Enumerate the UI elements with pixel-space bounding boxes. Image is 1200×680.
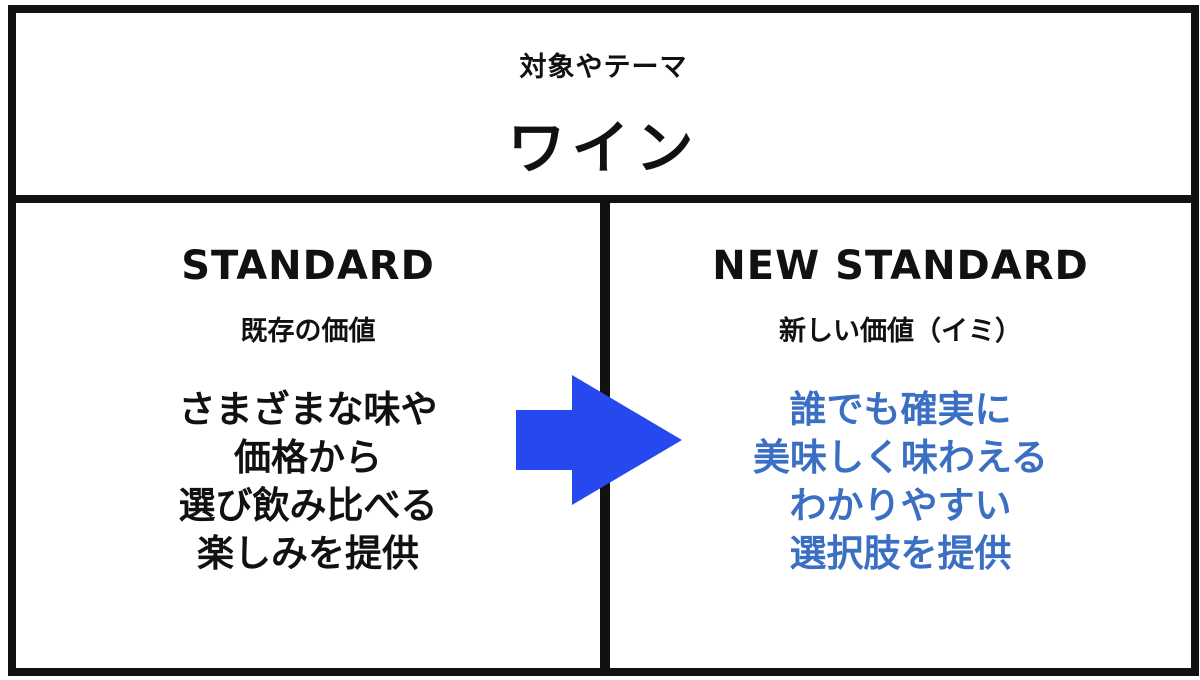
new-standard-line: わかりやすい <box>789 484 1012 527</box>
standard-line: 選び飲み比べる <box>178 484 438 527</box>
new-standard-line: 美味しく味わえる <box>753 436 1048 479</box>
theme-section: 対象やテーマ ワイン <box>16 13 1191 203</box>
right-arrow-icon <box>516 375 682 505</box>
standard-subheading: 既存の価値 <box>240 316 376 347</box>
theme-value: ワイン <box>507 114 700 182</box>
standard-line: 価格から <box>234 436 382 479</box>
standard-line: さまざまな味や <box>178 388 438 431</box>
new-standard-subheading: 新しい価値（イミ） <box>779 316 1022 347</box>
arrow-shape <box>516 375 682 505</box>
diagram-frame: 対象やテーマ ワイン STANDARD 既存の価値 さまざまな味や 価格から 選… <box>8 5 1199 676</box>
new-standard-column: NEW STANDARD 新しい価値（イミ） 誰でも確実に 美味しく味わえる わ… <box>610 203 1191 668</box>
new-standard-heading: NEW STANDARD <box>712 243 1089 289</box>
standard-column: STANDARD 既存の価値 さまざまな味や 価格から 選び飲み比べる 楽しみを… <box>16 203 600 668</box>
standard-heading: STANDARD <box>181 243 435 289</box>
standard-line: 楽しみを提供 <box>197 532 419 575</box>
new-standard-line: 選択肢を提供 <box>789 532 1012 575</box>
new-standard-description: 誰でも確実に 美味しく味わえる わかりやすい 選択肢を提供 <box>610 386 1191 578</box>
standard-description: さまざまな味や 価格から 選び飲み比べる 楽しみを提供 <box>16 386 600 578</box>
theme-label: 対象やテーマ <box>519 52 688 83</box>
new-standard-line: 誰でも確実に <box>789 388 1012 431</box>
